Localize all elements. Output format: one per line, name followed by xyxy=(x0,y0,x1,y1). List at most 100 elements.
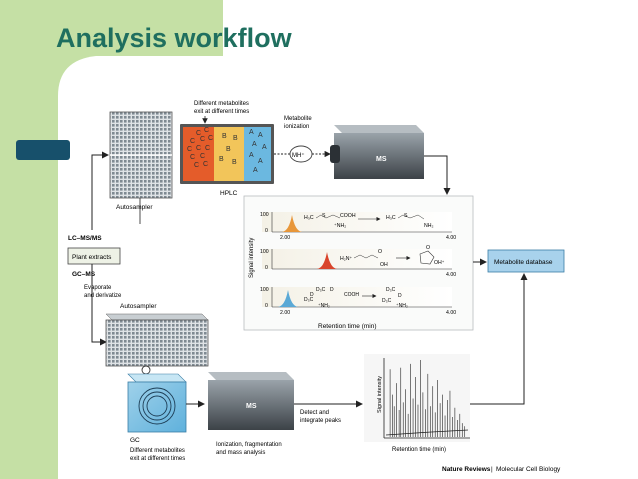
detect-caption-line1: Detect and xyxy=(300,410,329,416)
gc-coil-outer xyxy=(138,387,176,425)
derivatize-caption-line1: Evaporate xyxy=(84,285,112,291)
gc-baseline xyxy=(385,429,469,436)
formula-text: COOH xyxy=(344,292,359,298)
ms-box-top xyxy=(334,125,424,133)
gc-signal-intensity-label: Signal intensity xyxy=(377,376,383,413)
gc-autosampler-top xyxy=(105,313,209,321)
gc-ms-box-top xyxy=(208,372,294,380)
autosampler-label: Autosampler xyxy=(116,204,153,211)
hplc-band-b xyxy=(214,127,244,181)
letter-a: A xyxy=(258,132,263,139)
letter-c: C xyxy=(203,161,208,168)
hplc-band-a xyxy=(244,127,271,181)
ionization-caption-line1: Metabolite xyxy=(284,116,312,122)
letter-a: A xyxy=(253,167,258,174)
gc-caption-line1: Different metabolites xyxy=(130,448,185,454)
bond-line xyxy=(397,214,425,220)
trace-peak xyxy=(282,215,302,232)
gc-peaks xyxy=(385,360,469,437)
letter-a: A xyxy=(262,144,267,151)
green-accent-strip xyxy=(0,118,58,479)
letter-c: C xyxy=(196,130,201,137)
signal-intensity-label: Signal intensity xyxy=(249,238,255,278)
ms-box xyxy=(334,133,424,179)
trace-background xyxy=(262,212,452,232)
ionization-fragmentation-line2: and mass analysis xyxy=(216,450,265,456)
formula-text: H₃C xyxy=(304,215,314,221)
letter-c: C xyxy=(208,135,213,142)
gc-oven xyxy=(127,381,187,433)
y-tick-top: 100 xyxy=(260,249,269,255)
hplc-caption-line2: exit at different times xyxy=(194,109,249,115)
formula-text: D₃C xyxy=(382,298,392,304)
trace-peak xyxy=(317,252,337,269)
letter-a: A xyxy=(252,141,257,148)
formula-text: O xyxy=(426,245,430,251)
trace-background xyxy=(262,249,452,269)
letter-c: C xyxy=(200,153,205,160)
letter-b: B xyxy=(226,146,231,153)
formula-text: D₃C xyxy=(386,287,396,293)
gc-caption-line2: exit at different times xyxy=(130,456,185,462)
lcms-label: LC–MS/MS xyxy=(68,235,102,242)
letter-c: C xyxy=(204,127,209,134)
plant-extracts-box xyxy=(67,247,121,265)
y-tick-top: 100 xyxy=(260,212,269,218)
gc-coil-inner xyxy=(146,395,168,417)
gc-label: GC xyxy=(130,437,140,444)
formula-text: OH⁺ xyxy=(434,260,445,266)
retention-time-label: Retention time (min) xyxy=(318,323,377,330)
formula-text: S xyxy=(322,213,326,219)
credit-journal: Nature Reviews xyxy=(442,466,491,473)
credit-section: Molecular Cell Biology xyxy=(496,466,561,473)
y-tick-bottom: 0 xyxy=(265,265,268,271)
gc-ms-label: MS xyxy=(246,403,257,410)
slide-title: Analysis workflow xyxy=(56,23,293,53)
ms-label: MS xyxy=(376,156,387,163)
formula-text: D xyxy=(398,293,402,299)
formula-text: O xyxy=(378,249,382,255)
trace-background xyxy=(262,287,452,307)
gc-autosampler-tray xyxy=(105,319,209,367)
formula-text: D₃C xyxy=(304,297,314,303)
trace-peak xyxy=(278,290,298,307)
letter-b: B xyxy=(232,159,237,166)
x-tick-end: 4.00 xyxy=(446,272,456,278)
x-tick-start: 2.00 xyxy=(280,235,290,241)
gc-feed-line xyxy=(91,264,107,346)
gc-coil-mid xyxy=(142,391,172,421)
formula-text: H₃C xyxy=(386,215,396,221)
formula-text: ⁺NH₂ xyxy=(396,303,408,309)
ring-structure xyxy=(419,250,435,265)
formula-text: ⁺NH₂ xyxy=(334,223,346,229)
formula-text: D₃C xyxy=(316,287,326,293)
letter-c: C xyxy=(190,138,195,145)
gc-to-database-arrow xyxy=(470,273,528,405)
letter-c: C xyxy=(205,145,210,152)
gc-injector xyxy=(141,365,151,375)
letter-c: C xyxy=(200,136,205,143)
x-tick-start: 2.00 xyxy=(280,310,290,316)
bond-line xyxy=(353,254,379,259)
bond-line xyxy=(315,214,341,219)
letter-a: A xyxy=(249,152,254,159)
formula-text: D xyxy=(310,292,314,298)
ms-to-chromatogram-arrow xyxy=(424,155,451,195)
ionization-caption-line2: ionization xyxy=(284,124,309,130)
y-tick-top: 100 xyxy=(260,287,269,293)
gc-autosampler-label: Autosampler xyxy=(120,303,157,310)
gcms-label: GC–MS xyxy=(72,271,96,278)
gc-oven-top xyxy=(127,373,187,383)
x-tick-end: 4.00 xyxy=(446,310,456,316)
formula-text: H₂N⁺ xyxy=(340,256,353,262)
letter-b: B xyxy=(219,156,224,163)
metabolite-database-box xyxy=(487,249,565,273)
credit-separator: | xyxy=(491,466,493,473)
letter-b: B xyxy=(222,133,227,140)
y-tick-bottom: 0 xyxy=(265,303,268,309)
hplc-label: HPLC xyxy=(220,190,238,197)
letter-b: B xyxy=(233,135,238,142)
